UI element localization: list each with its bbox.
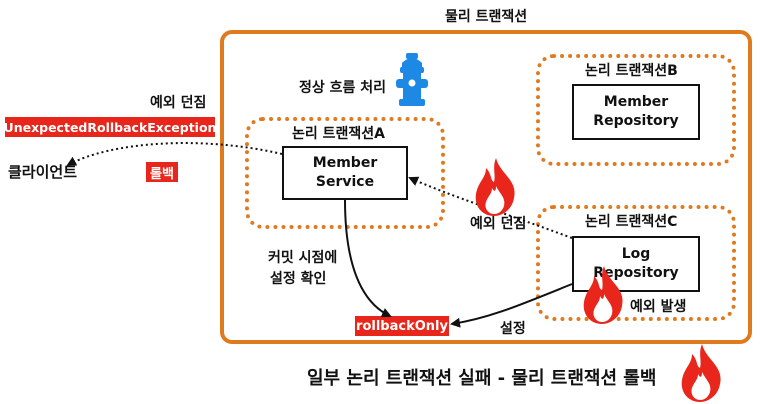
exception-to-client-arrow — [66, 142, 283, 166]
logical-transaction-a-title: 논리 트랜잭션A — [292, 126, 385, 142]
c-exception-thrown-label: 예외 던짐 — [470, 216, 527, 232]
fire-icon — [475, 158, 515, 216]
commit-check-label: 커밋 시점에 설정 확인 — [268, 248, 337, 290]
member-service-box: Member Service — [282, 146, 408, 200]
member-repository-line1: Member — [603, 94, 669, 111]
commit-check-arrow — [344, 199, 392, 318]
fire-icon — [681, 344, 721, 402]
member-repository-line2: Repository — [593, 113, 679, 129]
rollback-badge: 롤백 — [146, 162, 178, 182]
member-service-line1: Member — [312, 155, 378, 172]
client-exception-label: 예외 던짐 — [150, 95, 207, 111]
logical-transaction-b-title: 논리 트랜잭션B — [585, 63, 678, 79]
exception-occurred-label: 예외 발생 — [630, 299, 687, 315]
exception-to-service-arrow — [408, 176, 573, 239]
member-repository-box: Member Repository — [572, 84, 700, 140]
logical-transaction-b-box — [536, 54, 736, 166]
commit-check-line2: 설정 확인 — [270, 271, 327, 287]
physical-transaction-frame — [220, 30, 752, 344]
member-service-line2: Service — [315, 174, 375, 190]
fire-hydrant-icon — [396, 53, 428, 106]
fire-icon — [583, 266, 623, 324]
physical-transaction-title: 물리 트랜잭션 — [445, 9, 528, 25]
logical-transaction-c-box — [536, 205, 736, 321]
log-repository-line2: Repository — [593, 265, 679, 281]
client-label: 클라이언트 — [8, 163, 78, 181]
unexpected-rollback-exception-badge: UnexpectedRollbackException — [4, 117, 216, 137]
diagram-caption: 일부 논리 트랜잭션 실패 - 물리 트랜잭션 롤백 — [307, 368, 657, 389]
normal-flow-label: 정상 흐름 처리 — [299, 80, 387, 96]
set-label: 설정 — [500, 321, 526, 337]
logical-transaction-a-box — [245, 117, 445, 229]
logical-transaction-c-title: 논리 트랜잭션C — [585, 214, 678, 230]
commit-check-line1: 커밋 시점에 — [268, 250, 338, 266]
rollback-only-badge: rollbackOnly — [355, 316, 449, 336]
log-repository-line1: Log — [621, 246, 651, 263]
set-rollback-only-arrow — [450, 283, 573, 328]
